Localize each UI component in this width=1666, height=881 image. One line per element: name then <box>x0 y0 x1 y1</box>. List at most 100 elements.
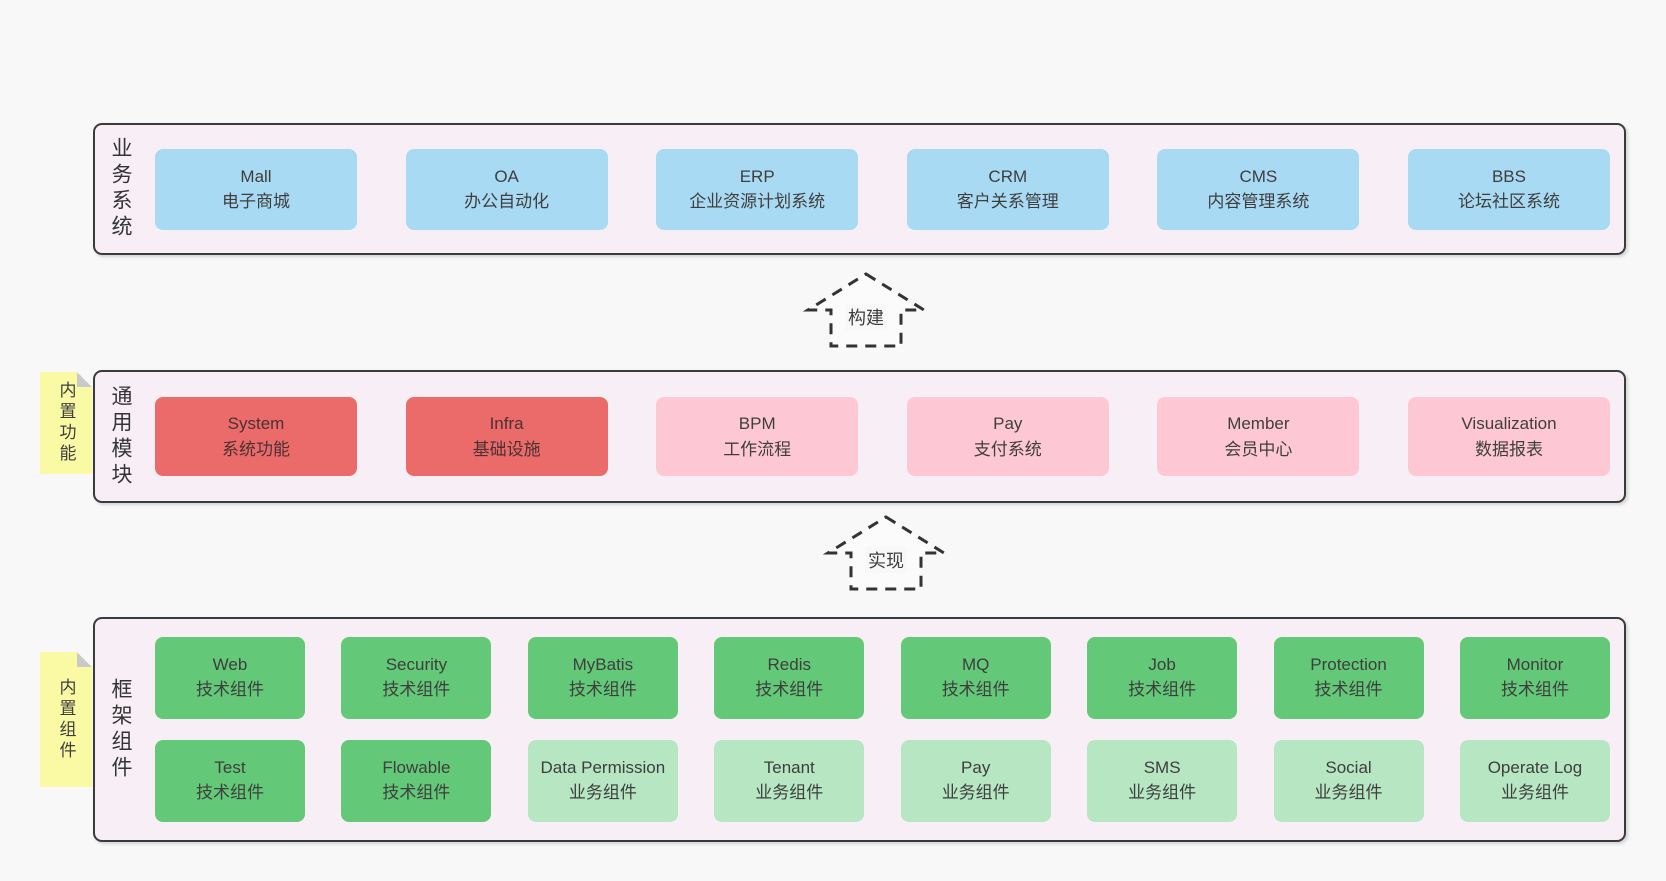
box-subtitle: 工作流程 <box>723 439 792 459</box>
box-crm: CRM 客户关系管理 <box>906 148 1109 230</box>
arrow-build: 构建 <box>802 272 930 348</box>
box-title: Operate Log <box>1487 758 1583 778</box>
box-subtitle: 业务组件 <box>568 783 637 802</box>
box-subtitle: 基础设施 <box>472 439 541 459</box>
business-box-row: Mall 电子商城 OA 办公自动化 ERP 企业资源计划系统 CRM 客户关系… <box>145 125 1624 253</box>
arrow-build-label: 构建 <box>845 304 887 330</box>
box-member: Member 会员中心 <box>1157 397 1360 476</box>
box-bbs: BBS 论坛社区系统 <box>1407 148 1610 230</box>
box-subtitle: 内容管理系统 <box>1207 192 1310 211</box>
box-visualization: Visualization 数据报表 <box>1407 397 1610 476</box>
box-title: Member <box>1227 414 1290 433</box>
box-bpm: BPM 工作流程 <box>656 397 859 476</box>
box-title: OA <box>494 166 519 186</box>
box-title: Mall <box>240 166 272 186</box>
box-title: Protection <box>1310 655 1387 675</box>
box-title: Social <box>1325 758 1372 778</box>
panel-framework-label-text: 框架组件 <box>109 677 132 782</box>
arrow-implement-label: 实现 <box>865 547 907 573</box>
box-subtitle: 业务组件 <box>941 783 1010 802</box>
box-title: MQ <box>961 655 990 675</box>
box-mq: MQ 技术组件 <box>900 637 1051 719</box>
framework-row-2: Test 技术组件 Flowable 技术组件 Data Permission … <box>155 740 1610 822</box>
sticky-built-in-features-text: 内置功能 <box>56 381 76 465</box>
framework-rows: Web 技术组件 Security 技术组件 MyBatis 技术组件 Redi… <box>145 619 1624 840</box>
panel-common-label: 通用模块 <box>95 372 145 501</box>
box-subtitle: 技术组件 <box>382 783 451 802</box>
panel-business-label: 业务系统 <box>95 125 145 253</box>
box-redis: Redis 技术组件 <box>714 637 865 719</box>
box-web: Web 技术组件 <box>155 637 305 719</box>
box-title: Web <box>212 655 248 675</box>
box-subtitle: 业务组件 <box>755 783 824 802</box>
panel-framework-label: 框架组件 <box>95 619 145 840</box>
box-title: CRM <box>988 166 1028 186</box>
box-security: Security 技术组件 <box>341 637 492 719</box>
box-subtitle: 会员中心 <box>1224 439 1293 459</box>
panel-business-systems: 业务系统 Mall 电子商城 OA 办公自动化 ERP 企业资源计划系统 CRM… <box>93 123 1626 255</box>
box-infra: Infra 基础设施 <box>405 397 608 476</box>
framework-row-1: Web 技术组件 Security 技术组件 MyBatis 技术组件 Redi… <box>155 637 1610 719</box>
box-protection: Protection 技术组件 <box>1273 637 1424 719</box>
box-title: Infra <box>489 414 524 433</box>
box-subtitle: 技术组件 <box>1128 680 1197 699</box>
box-monitor: Monitor 技术组件 <box>1459 637 1610 719</box>
box-pay: Pay 支付系统 <box>906 397 1109 476</box>
box-job: Job 技术组件 <box>1087 637 1238 719</box>
box-sms: SMS 业务组件 <box>1087 740 1238 822</box>
box-subtitle: 技术组件 <box>1314 680 1383 699</box>
box-subtitle: 办公自动化 <box>464 192 550 211</box>
box-subtitle: 业务组件 <box>1128 783 1197 802</box>
sticky-built-in-features: 内置功能 <box>40 372 92 474</box>
box-title: ERP <box>739 166 775 186</box>
box-mybatis: MyBatis 技术组件 <box>527 637 678 719</box>
box-title: Redis <box>767 655 811 675</box>
box-social: Social 业务组件 <box>1273 740 1424 822</box>
box-system: System 系统功能 <box>155 397 357 476</box>
box-cms: CMS 内容管理系统 <box>1157 148 1360 230</box>
box-erp: ERP 企业资源计划系统 <box>656 148 859 230</box>
box-subtitle: 业务组件 <box>1500 783 1569 802</box>
box-subtitle: 企业资源计划系统 <box>689 192 826 211</box>
box-oa: OA 办公自动化 <box>405 148 608 230</box>
box-mall: Mall 电子商城 <box>155 148 357 230</box>
box-title: System <box>227 414 285 433</box>
box-title: Visualization <box>1461 414 1557 433</box>
box-title: CMS <box>1239 166 1278 186</box>
box-title: Security <box>385 655 448 675</box>
sticky-built-in-components: 内置组件 <box>40 652 92 787</box>
box-subtitle: 数据报表 <box>1474 439 1543 459</box>
box-data-permission: Data Permission 业务组件 <box>527 740 678 822</box>
box-title: Data Permission <box>540 758 666 778</box>
box-subtitle: 技术组件 <box>1500 680 1569 699</box>
box-subtitle: 技术组件 <box>196 783 264 802</box>
box-title: MyBatis <box>572 655 634 675</box>
box-title: Pay <box>993 414 1023 433</box>
arrow-implement: 实现 <box>822 515 950 591</box>
box-pay-business: Pay 业务组件 <box>900 740 1051 822</box>
box-subtitle: 系统功能 <box>222 439 290 459</box>
box-subtitle: 技术组件 <box>755 680 824 699</box>
box-title: BPM <box>738 414 776 433</box>
box-title: Tenant <box>763 758 815 778</box>
box-tenant: Tenant 业务组件 <box>714 740 865 822</box>
box-title: Flowable <box>382 758 451 778</box>
box-subtitle: 客户关系管理 <box>956 192 1059 211</box>
common-box-row: System 系统功能 Infra 基础设施 BPM 工作流程 Pay 支付系统… <box>145 372 1624 501</box>
panel-framework-components: 框架组件 Web 技术组件 Security 技术组件 MyBatis 技术组件… <box>93 617 1626 842</box>
box-subtitle: 论坛社区系统 <box>1457 192 1560 211</box>
box-subtitle: 技术组件 <box>196 680 264 699</box>
panel-common-modules: 通用模块 System 系统功能 Infra 基础设施 BPM 工作流程 Pay… <box>93 370 1626 503</box>
box-title: Monitor <box>1506 655 1564 675</box>
box-operate-log: Operate Log 业务组件 <box>1459 740 1610 822</box>
box-flowable: Flowable 技术组件 <box>341 740 492 822</box>
panel-business-label-text: 业务系统 <box>109 137 132 241</box>
box-subtitle: 技术组件 <box>382 680 451 699</box>
box-subtitle: 电子商城 <box>222 192 290 211</box>
box-title: Pay <box>961 758 991 778</box>
panel-common-label-text: 通用模块 <box>109 384 132 489</box>
box-title: SMS <box>1143 758 1181 778</box>
box-title: Test <box>214 758 246 778</box>
box-title: Job <box>1148 655 1176 675</box>
box-subtitle: 支付系统 <box>973 439 1042 459</box>
